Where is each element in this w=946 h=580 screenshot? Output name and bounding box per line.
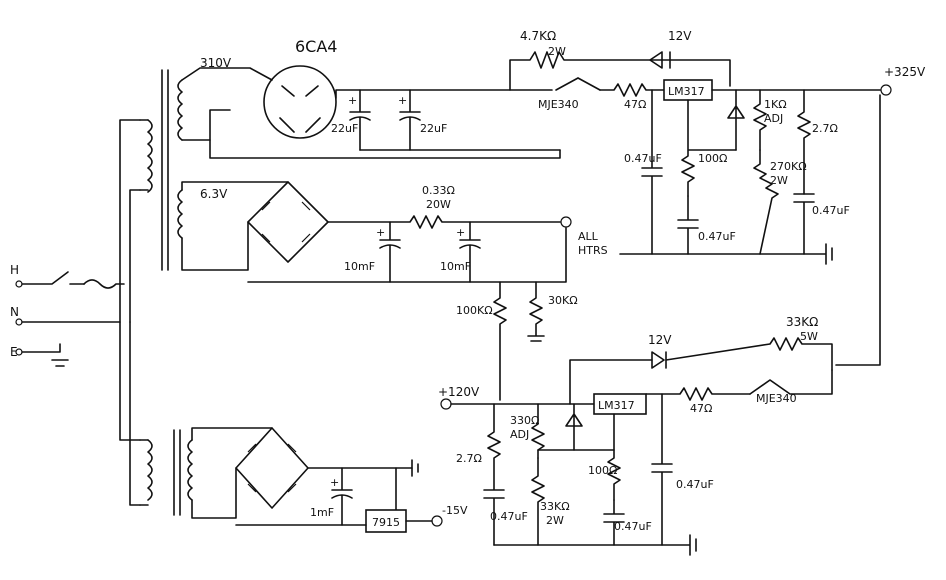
label-100r-mid: 100Ω [588, 464, 617, 477]
label-neg15: -15V [442, 504, 468, 517]
label-033r: 0.33Ω [422, 184, 455, 197]
heater-supply: 0.33Ω 20W ALL HTRS + 10mF + 10mF 100KΩ 3… [181, 181, 608, 401]
hv-regulator: 4.7KΩ 2W 12V MJE340 47Ω LM317 +325V 1KΩ … [509, 29, 926, 366]
label-6-3v: 6.3V [200, 187, 228, 201]
label-47r-top: 47Ω [624, 98, 646, 111]
mid-regulator: +120V 12V 33KΩ 5W LM317 47Ω MJE340 2.7Ω … [438, 315, 833, 556]
label-c22b: 22uF [420, 122, 447, 135]
label-n: N [10, 305, 19, 319]
label-33k: 33KΩ [786, 315, 818, 329]
label-30k: 30KΩ [548, 294, 578, 307]
label-plus325: +325V [884, 65, 926, 79]
label-lm317-top: LM317 [668, 85, 705, 98]
label-mje-top: MJE340 [538, 98, 579, 111]
label-310v: 310V [200, 56, 232, 70]
label-6ca4: 6CA4 [295, 37, 337, 56]
label-100k: 100KΩ [456, 304, 493, 317]
svg-text:+: + [398, 94, 407, 107]
label-mje-mid: MJE340 [756, 392, 797, 405]
label-270k: 270KΩ [770, 160, 807, 173]
label-c22a: 22uF [331, 122, 358, 135]
svg-text:+: + [348, 94, 357, 107]
label-047-c: 0.47uF [812, 204, 850, 217]
label-10mf-b: 10mF [440, 260, 471, 273]
label-zener-top: 12V [668, 29, 692, 43]
label-047-a: 0.47uF [624, 152, 662, 165]
label-330r-adj: ADJ [510, 428, 529, 441]
label-4-7k: 4.7KΩ [520, 29, 556, 43]
svg-text:+: + [376, 226, 385, 239]
label-047-f: 0.47uF [676, 478, 714, 491]
label-2-7r-mid: 2.7Ω [456, 452, 482, 465]
mains-input: H N E [10, 263, 125, 367]
svg-text:+: + [456, 226, 465, 239]
label-lm317-mid: LM317 [598, 399, 635, 412]
label-all: ALL [578, 230, 599, 243]
label-047-d: 0.47uF [490, 510, 528, 523]
label-zener-mid: 12V [648, 333, 672, 347]
label-047-e: 0.47uF [614, 520, 652, 533]
transformer-main: 310V 6.3V [139, 56, 232, 271]
label-047-b: 0.47uF [698, 230, 736, 243]
label-h: H [10, 263, 19, 277]
svg-text:+: + [330, 476, 339, 489]
label-2-7r-top: 2.7Ω [812, 122, 838, 135]
label-33k2-w: 2W [546, 514, 564, 527]
primary-wiring [119, 119, 141, 506]
label-4-7k-w: 2W [548, 45, 566, 58]
label-10mf-a: 10mF [344, 260, 375, 273]
label-1k: 1KΩ [764, 98, 787, 111]
label-1k-adj: ADJ [764, 112, 783, 125]
label-htrs: HTRS [578, 244, 608, 257]
label-plus120: +120V [438, 385, 480, 399]
label-47r-mid: 47Ω [690, 402, 712, 415]
label-033r-w: 20W [426, 198, 451, 211]
label-1mf: 1mF [310, 506, 334, 519]
label-270k-w: 2W [770, 174, 788, 187]
negative-supply: + 1mF 7915 -15V [139, 427, 468, 533]
label-e: E [10, 345, 18, 359]
label-33k2: 33KΩ [540, 500, 570, 513]
label-330r: 330Ω [510, 414, 539, 427]
filter-caps-hv: + 22uF + 22uF [331, 89, 561, 151]
rectifier-tube: 6CA4 [181, 37, 561, 159]
label-7915: 7915 [372, 516, 400, 529]
label-33k-w: 5W [800, 330, 818, 343]
label-100r-top: 100Ω [698, 152, 727, 165]
